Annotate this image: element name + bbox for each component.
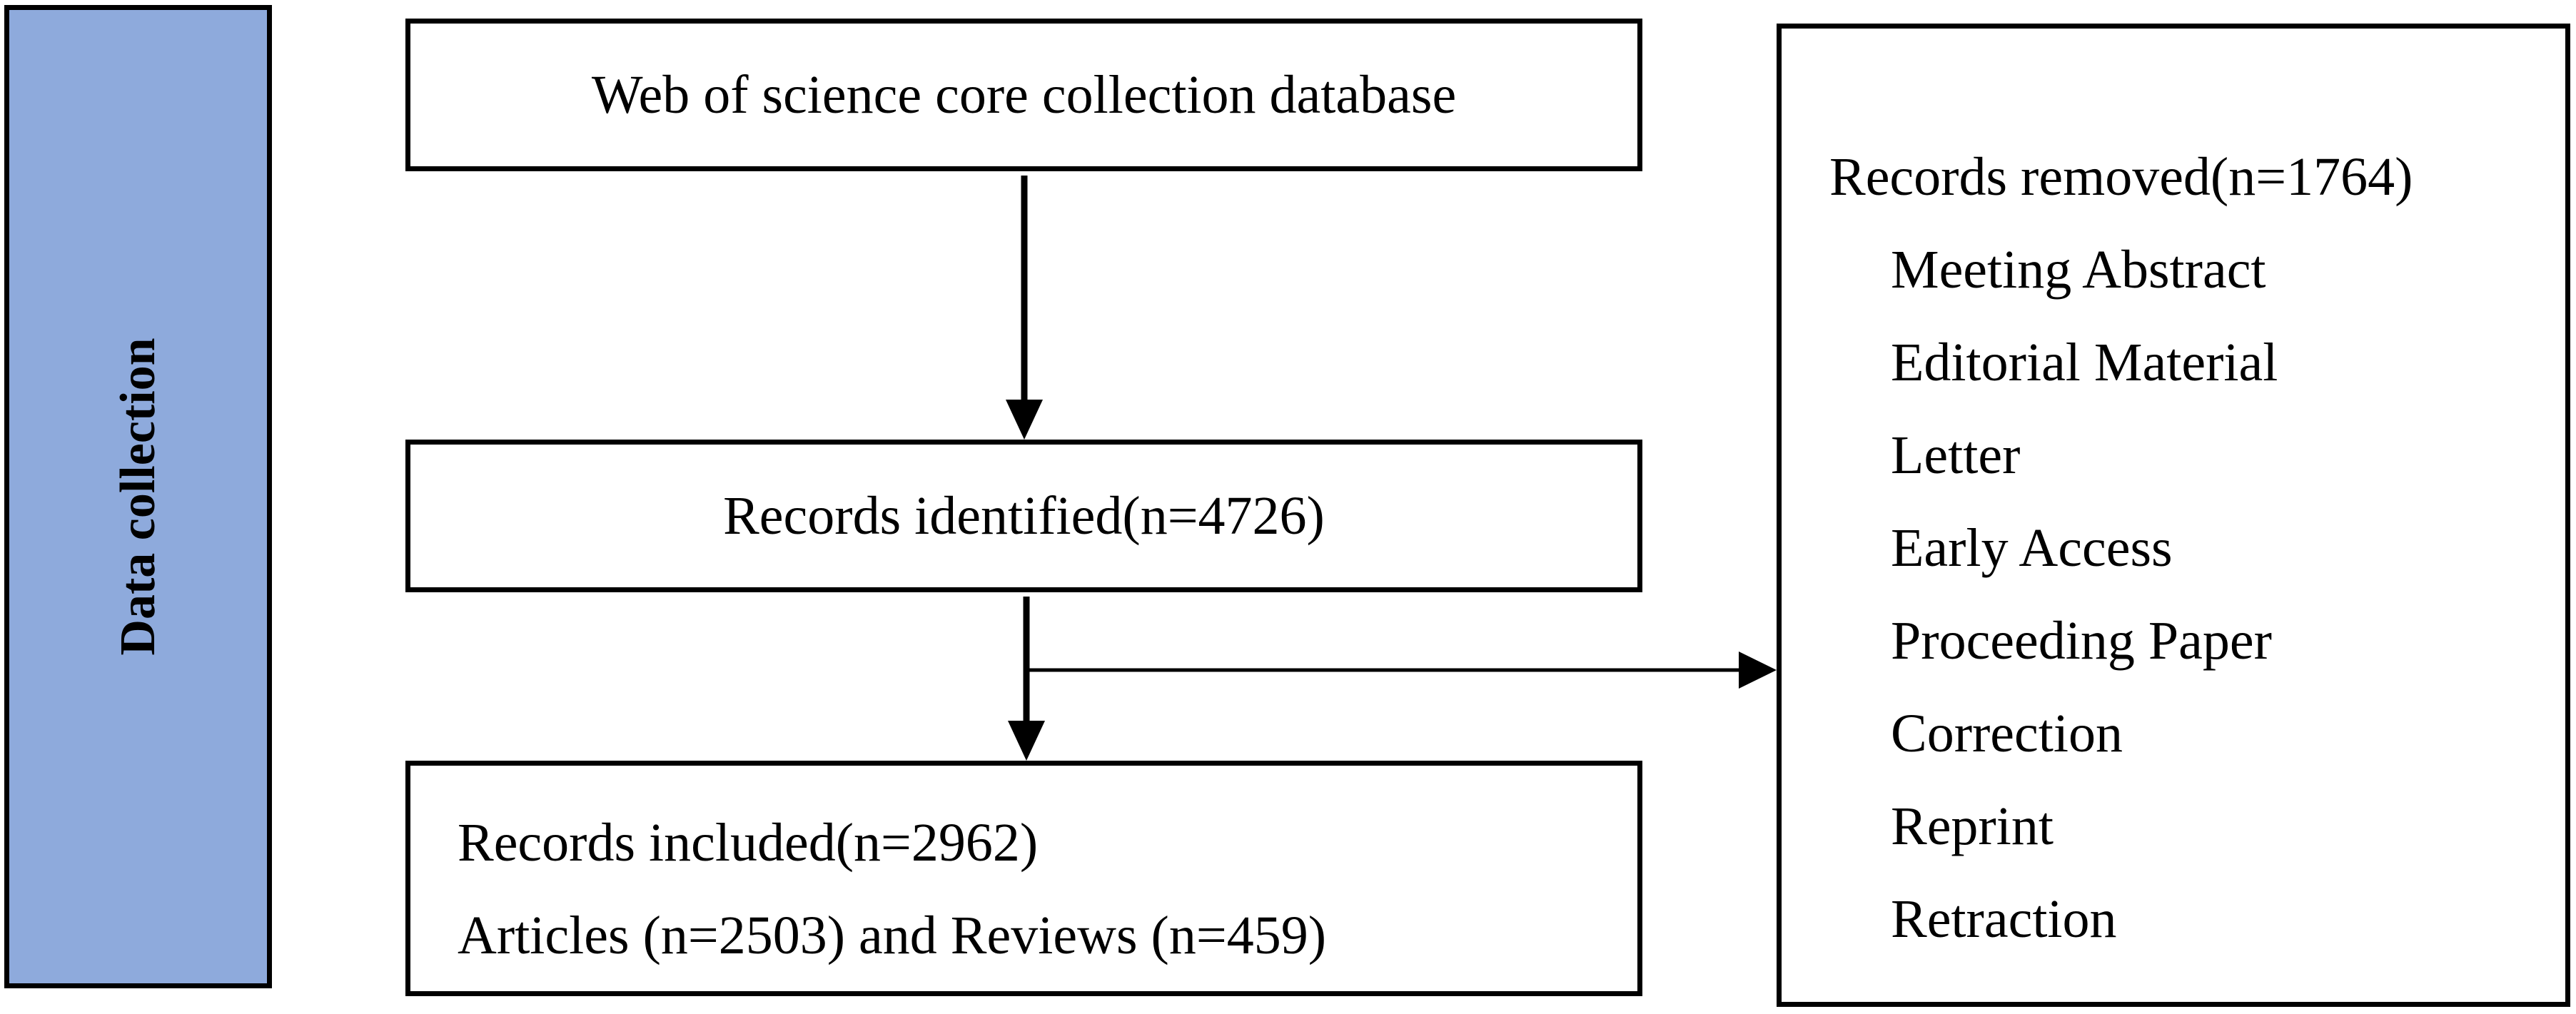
records-removed-box: Records removed(n=1764) Meeting Abstract… — [1777, 24, 2570, 1007]
records-removed-title: Records removed(n=1764) — [1829, 147, 2413, 207]
removed-item: Editorial Material — [1891, 333, 2278, 392]
arrowhead-down-2 — [1008, 721, 1045, 761]
articles-reviews-line: Articles (n=2503) and Reviews (n=459) — [458, 906, 1327, 965]
records-included-box: Records included(n=2962) Articles (n=250… — [405, 761, 1642, 996]
data-collection-sidebar: Data collection — [4, 5, 272, 988]
removed-item: Early Access — [1891, 518, 2173, 578]
records-included-line: Records included(n=2962) — [458, 813, 1039, 873]
records-removed-list: Records removed(n=1764) Meeting Abstract… — [1829, 131, 2413, 965]
removed-item: Retraction — [1891, 889, 2117, 949]
removed-item: Correction — [1891, 704, 2123, 764]
source-database-box: Web of science core collection database — [405, 19, 1642, 171]
removed-item: Letter — [1891, 425, 2021, 485]
removed-item: Proceeding Paper — [1891, 611, 2272, 671]
records-identified-text: Records identified(n=4726) — [723, 485, 1325, 546]
records-included-text: Records included(n=2962) Articles (n=250… — [458, 796, 1326, 982]
removed-item: Meeting Abstract — [1891, 240, 2266, 300]
removed-item: Reprint — [1891, 796, 2054, 856]
source-database-text: Web of science core collection database — [591, 64, 1457, 125]
records-identified-box: Records identified(n=4726) — [405, 440, 1642, 592]
arrowhead-down-1 — [1006, 400, 1043, 440]
arrowhead-right — [1739, 652, 1777, 689]
